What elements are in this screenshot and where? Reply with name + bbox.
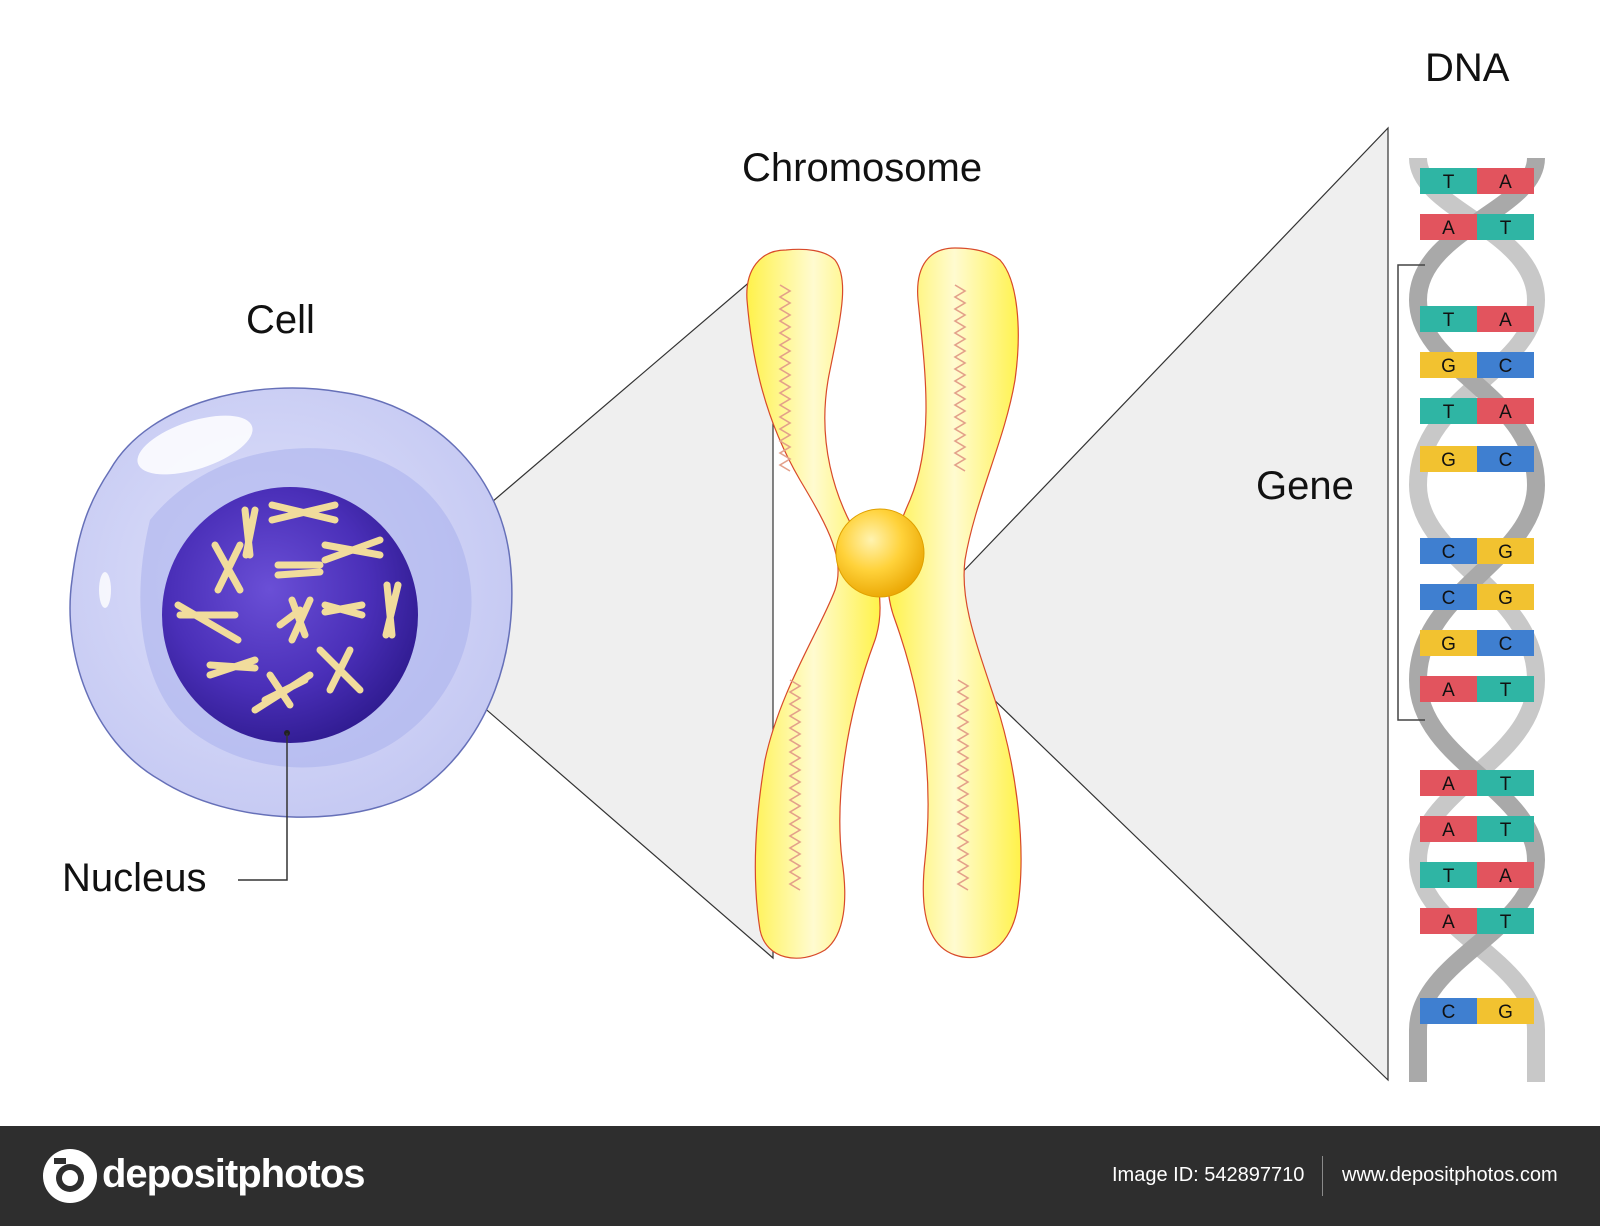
base-right: [1477, 538, 1534, 564]
nucleus-chromosomes: [174, 501, 402, 714]
base-left-letter: G: [1441, 634, 1456, 655]
base-left-letter: T: [1443, 172, 1455, 193]
base-left: [1420, 352, 1477, 378]
base-left-letter: T: [1443, 402, 1455, 423]
base-right: [1477, 168, 1534, 194]
chromosome-label: Chromosome: [742, 146, 983, 190]
base-right: [1477, 214, 1534, 240]
gene-label: Gene: [1256, 464, 1354, 508]
base-right-letter: C: [1499, 450, 1513, 471]
base-right: [1477, 446, 1534, 472]
base-left-letter: A: [1442, 820, 1455, 841]
base-left-letter: C: [1442, 588, 1456, 609]
base-right-letter: T: [1500, 218, 1512, 239]
base-left-letter: G: [1441, 450, 1456, 471]
base-right-letter: G: [1498, 542, 1513, 563]
base-right-letter: T: [1500, 680, 1512, 701]
footer-divider: [1322, 1156, 1323, 1196]
base-left: [1420, 306, 1477, 332]
base-right: [1477, 770, 1534, 796]
base-left-letter: A: [1442, 774, 1455, 795]
base-right-letter: A: [1499, 402, 1512, 423]
base-right-letter: T: [1500, 912, 1512, 933]
base-left: [1420, 584, 1477, 610]
base-right-letter: G: [1498, 588, 1513, 609]
base-left-letter: C: [1442, 542, 1456, 563]
chromatid-left: [746, 248, 881, 959]
nucleus-label: Nucleus: [62, 856, 207, 900]
camera-icon: [43, 1149, 97, 1203]
base-left: [1420, 630, 1477, 656]
base-right-letter: C: [1499, 634, 1513, 655]
base-left: [1420, 998, 1477, 1024]
brand-logo-text: depositphotos: [102, 1152, 366, 1196]
centromere: [835, 508, 925, 598]
base-left: [1420, 168, 1477, 194]
base-right-letter: A: [1499, 172, 1512, 193]
base-right-letter: T: [1500, 774, 1512, 795]
base-left: [1420, 862, 1477, 888]
base-left-letter: G: [1441, 356, 1456, 377]
footer-bar: depositphotos Image ID: 542897710 www.de…: [0, 1126, 1600, 1226]
base-left-letter: C: [1442, 1002, 1456, 1023]
base-right-letter: G: [1498, 1002, 1513, 1023]
cell-illustration: [69, 387, 513, 881]
base-right-letter: A: [1499, 310, 1512, 331]
cell-label: Cell: [246, 298, 315, 342]
base-left: [1420, 538, 1477, 564]
base-right: [1477, 630, 1534, 656]
base-right: [1477, 998, 1534, 1024]
base-left-letter: A: [1442, 912, 1455, 933]
base-right-letter: T: [1500, 820, 1512, 841]
chromatid-right: [887, 247, 1022, 959]
base-right: [1477, 398, 1534, 424]
base-left: [1420, 770, 1477, 796]
image-id-text: Image ID: 542897710: [1112, 1164, 1305, 1186]
base-right: [1477, 584, 1534, 610]
base-right: [1477, 352, 1534, 378]
base-left: [1420, 398, 1477, 424]
base-right: [1477, 816, 1534, 842]
base-left-letter: A: [1442, 218, 1455, 239]
base-left: [1420, 446, 1477, 472]
site-url-link[interactable]: www.depositphotos.com: [1342, 1164, 1558, 1186]
base-left: [1420, 816, 1477, 842]
chromosome-illustration: [746, 247, 1022, 959]
gene-bracket: [1397, 264, 1425, 721]
base-left-letter: T: [1443, 310, 1455, 331]
base-left: [1420, 676, 1477, 702]
base-right-letter: A: [1499, 866, 1512, 887]
base-right-letter: C: [1499, 356, 1513, 377]
base-right: [1477, 862, 1534, 888]
nucleus-leader-line: [238, 733, 288, 881]
dna-label: DNA: [1425, 46, 1510, 90]
base-right: [1477, 676, 1534, 702]
base-left: [1420, 214, 1477, 240]
base-left-letter: T: [1443, 866, 1455, 887]
base-right: [1477, 908, 1534, 934]
base-right: [1477, 306, 1534, 332]
base-left-letter: A: [1442, 680, 1455, 701]
base-left: [1420, 908, 1477, 934]
